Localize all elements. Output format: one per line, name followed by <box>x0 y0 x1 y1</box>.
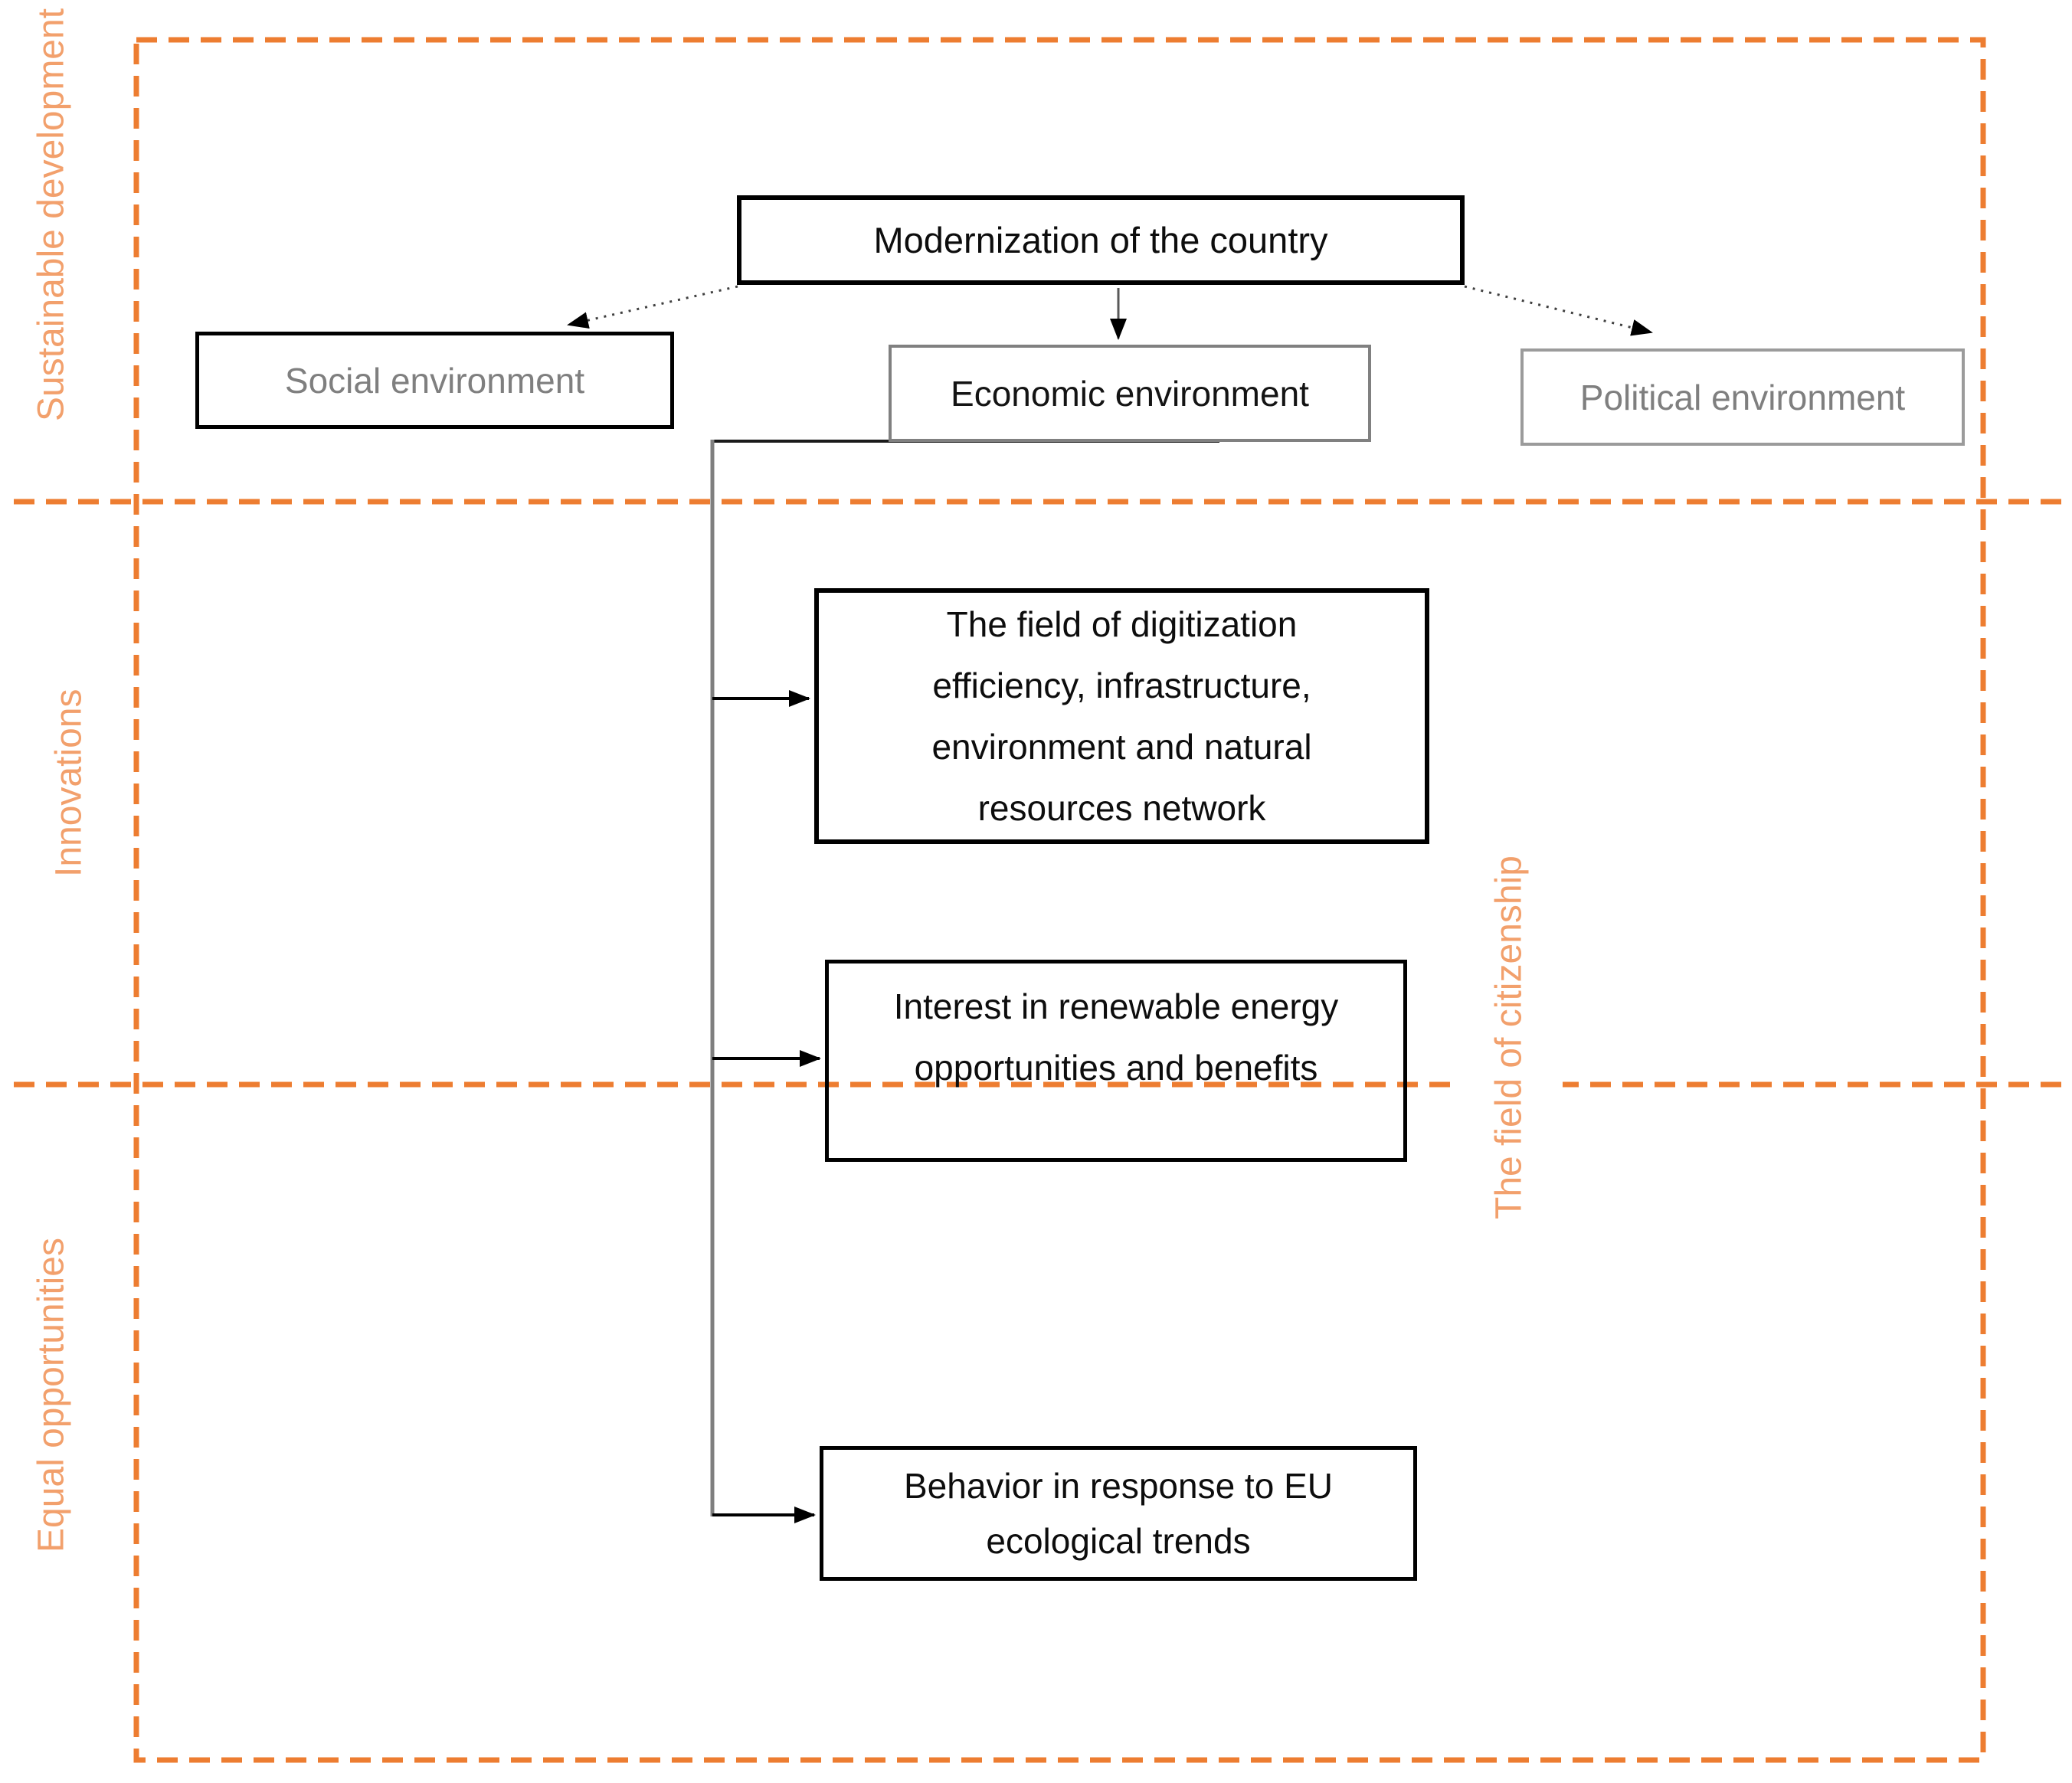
economic-environment-label: Economic environment <box>951 373 1309 414</box>
behavior-line: Behavior in response to EU <box>904 1466 1333 1506</box>
zone-label-sustainable-development: Sustainable development <box>31 8 72 421</box>
digitization-line: efficiency, infrastructure, <box>932 666 1311 705</box>
zone-label-equal-opportunities: Equal opportunities <box>31 1238 72 1553</box>
zone-label-field-of-citizenship: The field of citizenship <box>1455 835 1563 1241</box>
digitization-line: resources network <box>977 788 1266 828</box>
behavior-line: ecological trends <box>986 1521 1251 1561</box>
renewable-energy-box: Interest in renewable energy opportuniti… <box>825 960 1407 1162</box>
dotted-arrow-to-social <box>567 285 738 329</box>
political-environment-label: Political environment <box>1579 377 1906 417</box>
digitization-line: The field of digitization <box>946 604 1298 644</box>
modernization-label: Modernization of the country <box>873 220 1328 260</box>
behavior-box: Behavior in response to EU ecological tr… <box>820 1446 1417 1581</box>
zone-dashed-border <box>133 37 1986 1763</box>
renewable-line: Interest in renewable energy <box>893 986 1339 1026</box>
digitization-line: environment and natural <box>931 727 1312 767</box>
political-environment-box: Political environment <box>1520 348 1965 446</box>
renewable-line: opportunities and benefits <box>914 1048 1318 1088</box>
dotted-arrow-to-political <box>1464 285 1653 336</box>
modernization-box: Modernization of the country <box>737 195 1465 285</box>
economic-environment-box: Economic environment <box>889 345 1371 442</box>
digitization-box: The field of digitization efficiency, in… <box>814 588 1429 844</box>
social-environment-label: Social environment <box>284 360 585 401</box>
social-environment-box: Social environment <box>195 332 674 429</box>
zone-label-innovations: Innovations <box>48 689 90 877</box>
